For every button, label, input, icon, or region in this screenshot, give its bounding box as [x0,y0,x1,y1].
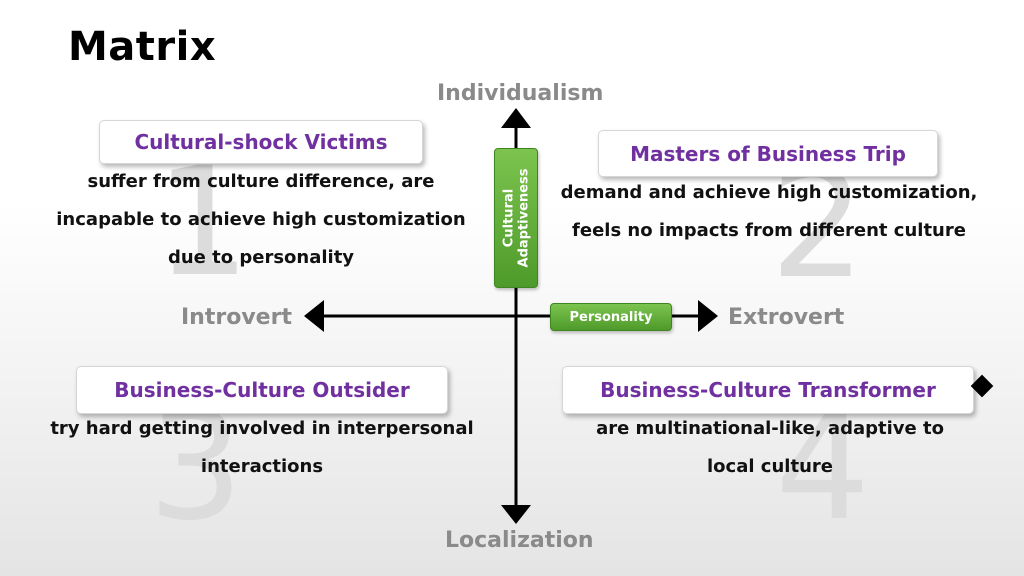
axis-label-right: Extrovert [728,305,845,330]
quadrant-3-line-1: try hard getting involved in interperson… [50,418,474,439]
quadrant-3-description: try hard getting involved in interperson… [48,410,476,486]
quadrant-1-line-1: suffer from culture difference, are [87,171,435,192]
arrow-up-icon [501,108,531,128]
quadrant-2-title-box: Masters of Business Trip [598,130,938,177]
axis-label-left: Introvert [181,305,292,330]
quadrant-3-title-box: Business-Culture Outsider [76,366,448,414]
quadrant-4-line-1: are multinational-like, adaptive to [596,418,944,439]
arrow-down-icon [501,505,531,524]
vertical-tag-line-1: Cultural [501,188,516,248]
quadrant-4-number: 4 [775,380,871,554]
quadrant-1-description: suffer from culture difference, are inca… [52,163,470,277]
quadrant-4-description: are multinational-like, adaptive to loca… [576,410,964,486]
quadrant-2-description: demand and achieve high customization, f… [556,174,982,250]
personality-tag: Personality [550,303,672,331]
quadrant-1-title-box: Cultural-shock Victims [99,120,423,164]
quadrant-4-line-2: local culture [707,456,833,477]
cultural-adaptiveness-tag: Cultural Adaptiveness [494,148,538,288]
quadrant-1-line-3: due to personality [167,247,355,268]
vertical-tag-line-2: Adaptiveness [516,168,531,268]
quadrant-1-line-2: incapable to achieve high customization [56,209,466,230]
quadrant-2-line-1: demand and achieve high customization, [560,182,978,203]
axis-label-bottom: Localization [445,528,594,553]
quadrant-1-number: 1 [155,136,251,310]
arrow-right-icon [698,300,718,332]
quadrant-3-line-2: interactions [200,456,324,477]
quadrant-3-number: 3 [148,380,244,554]
arrow-left-icon [304,300,324,332]
axis-label-top: Individualism [437,81,604,106]
slide-title: Matrix [68,24,217,70]
quadrant-2-line-2: feels no impacts from different culture [572,220,966,241]
quadrant-4-title-box: Business-Culture Transformer [562,366,974,414]
